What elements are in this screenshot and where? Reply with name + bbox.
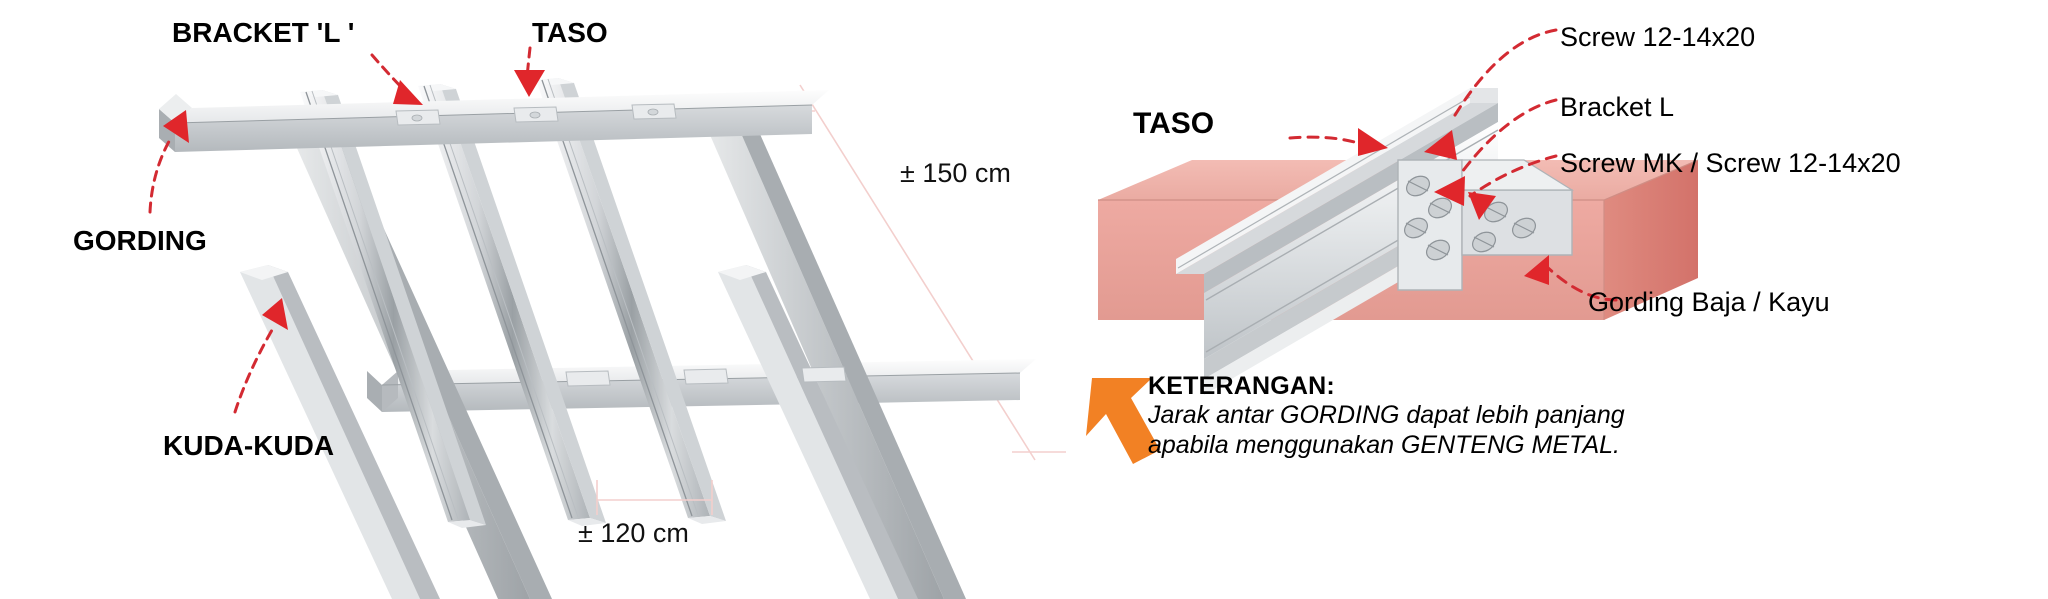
dimension-150cm: ± 150 cm: [900, 158, 1011, 188]
keterangan-line-2: apabila menggunakan GENTENG METAL.: [1148, 430, 1620, 459]
keterangan-note: KETERANGAN: Jarak antar GORDING dapat le…: [1148, 372, 1625, 460]
taso-rail: [536, 78, 726, 524]
label-bracket-l: BRACKET 'L ': [172, 17, 355, 48]
arrowheads-right: [1358, 128, 1549, 285]
label-gording-baja-kayu: Gording Baja / Kayu: [1588, 287, 1830, 317]
label-gording: GORDING: [73, 225, 207, 256]
taso-rail: [300, 90, 486, 528]
orange-up-left-arrow-icon: [1086, 378, 1160, 464]
label-taso-left: TASO: [532, 17, 608, 48]
dimension-120cm: ± 120 cm: [578, 518, 689, 548]
arrowheads-left: [163, 70, 545, 330]
keterangan-title: KETERANGAN:: [1148, 372, 1335, 400]
bracket-l-plates: [395, 103, 847, 387]
label-taso-right: TASO: [1133, 107, 1215, 140]
dimension-120-guides: [596, 480, 713, 515]
label-screw-top: Screw 12-14x20: [1560, 22, 1756, 52]
bracket-l-plate: [1397, 159, 1575, 291]
label-kuda-kuda: KUDA-KUDA: [163, 430, 335, 461]
taso-rail: [418, 84, 606, 526]
taso-rails: [300, 78, 726, 528]
keterangan-line-1: Jarak antar GORDING dapat lebih panjang: [1148, 401, 1625, 429]
right-detail-group: [1098, 28, 1699, 395]
label-screw-mk: Screw MK / Screw 12-14x20: [1560, 148, 1901, 178]
left-frame-group: [148, 46, 1066, 599]
label-bracket-l-right: Bracket L: [1560, 92, 1675, 122]
